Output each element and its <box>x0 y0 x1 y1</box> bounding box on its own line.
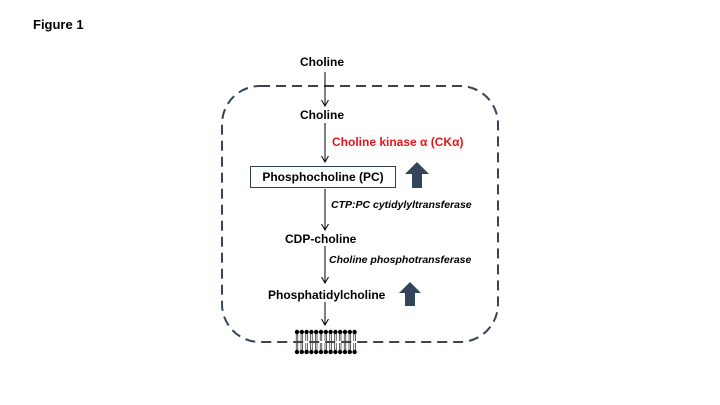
choline-phosphotransferase-label: Choline phosphotransferase <box>329 254 472 266</box>
choline-kinase-label: Choline kinase α (CKα) <box>332 135 464 149</box>
cdp-choline-label: CDP-choline <box>285 232 357 246</box>
up-arrow-icon <box>399 282 421 306</box>
cell-boundary <box>221 85 499 343</box>
figure-label: Figure 1 <box>33 17 84 32</box>
up-arrow-icon <box>405 162 429 188</box>
phosphatidylcholine-label: Phosphatidylcholine <box>268 288 386 302</box>
choline-outside-label: Choline <box>300 55 344 69</box>
choline-inside-label: Choline <box>300 108 344 122</box>
phosphocholine-box: Phosphocholine (PC) <box>250 166 396 188</box>
phosphocholine-label: Phosphocholine (PC) <box>262 170 384 184</box>
lipid-bilayer-icon <box>294 329 357 355</box>
ctp-pc-cytidylyltransferase-label: CTP:PC cytidylyltransferase <box>331 199 472 211</box>
